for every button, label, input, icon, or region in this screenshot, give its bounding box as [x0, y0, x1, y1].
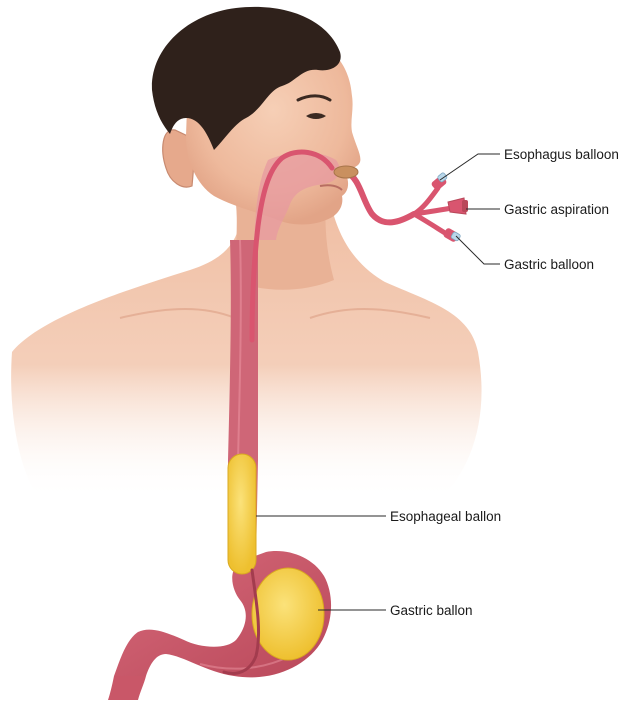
gastric-balloon [252, 568, 324, 660]
nose-fixation [334, 166, 358, 178]
port-esophagus-balloon [430, 172, 447, 191]
port-gastric-balloon [442, 227, 461, 243]
label-esophagus-balloon: Esophagus balloon [504, 147, 619, 162]
label-gastric-aspiration: Gastric aspiration [504, 202, 609, 217]
label-gastric-balloon-port: Gastric balloon [504, 257, 594, 272]
duodenum [108, 676, 146, 700]
label-gastric-ballon: Gastric ballon [390, 603, 473, 618]
esophageal-balloon [228, 454, 256, 574]
tube-external [346, 172, 414, 222]
label-esophageal-ballon: Esophageal ballon [390, 509, 501, 524]
port-gastric-aspiration [448, 198, 468, 214]
